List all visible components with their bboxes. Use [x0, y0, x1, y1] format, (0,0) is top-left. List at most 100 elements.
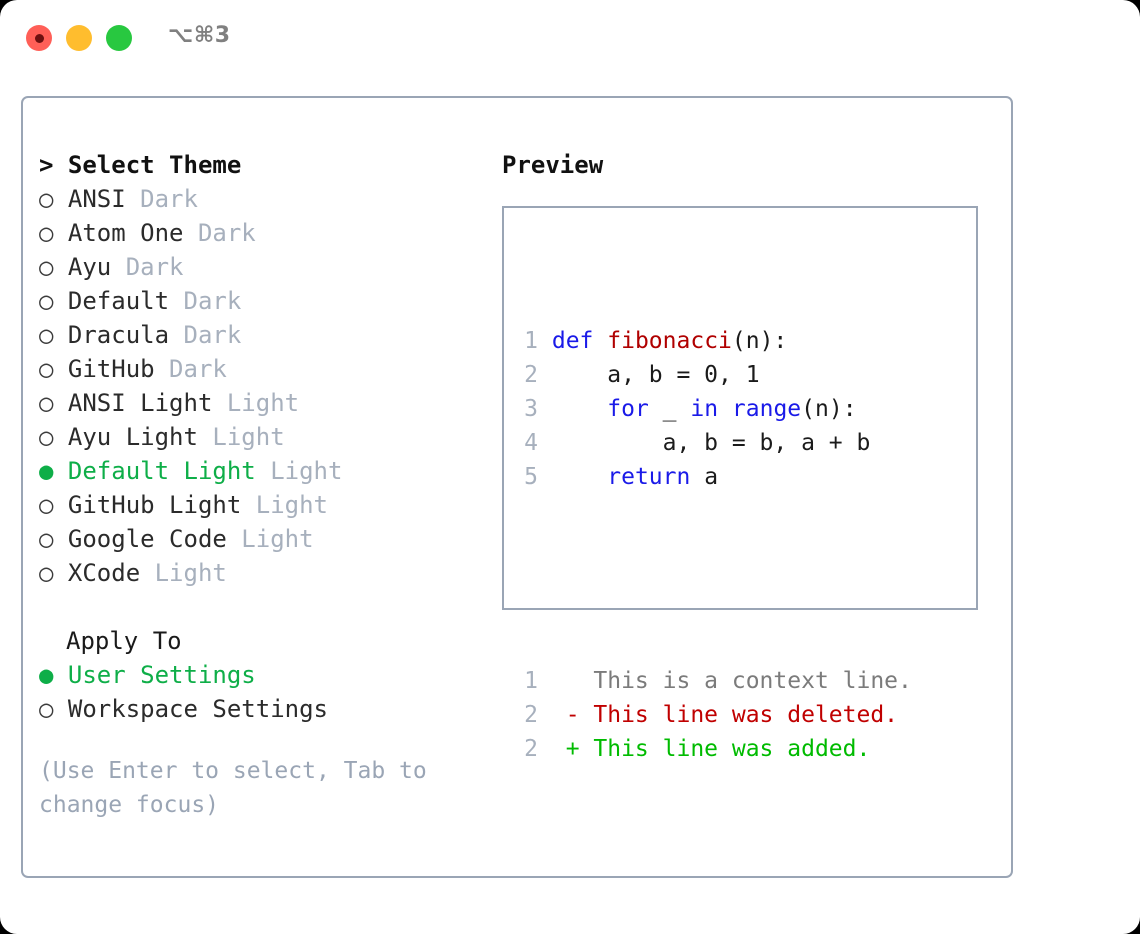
radio-unselected-icon: ○ — [39, 287, 54, 315]
theme-option-variant: Light — [241, 491, 328, 519]
theme-option-name: GitHub — [53, 355, 155, 383]
theme-option-name: Google Code — [53, 525, 227, 553]
preview-heading: Preview — [502, 151, 604, 179]
close-window-button[interactable] — [26, 25, 52, 51]
theme-option-ansi[interactable]: ○ ANSI Dark — [39, 182, 489, 216]
code-indent — [538, 430, 663, 456]
code-token: (n): — [731, 328, 788, 354]
code-line: 5 return a — [516, 460, 912, 494]
code-token: def — [551, 328, 594, 354]
theme-option-name: Atom One — [53, 219, 184, 247]
code-token: fibonacci — [607, 328, 732, 354]
diff-line-add: 2 + This line was added. — [516, 732, 912, 766]
code-token: for — [607, 396, 649, 422]
line-number: 1 — [524, 328, 538, 354]
theme-option-name: Ayu — [53, 253, 112, 281]
diff-sign: - — [538, 702, 580, 728]
radio-unselected-icon: ○ — [39, 355, 54, 383]
theme-option-name: Default Light — [53, 457, 256, 485]
apply-to-heading: Apply To — [66, 627, 182, 655]
code-token: in — [690, 396, 719, 422]
apply-option-user-settings[interactable]: ● User Settings — [39, 658, 489, 692]
code-indent — [538, 396, 607, 422]
line-number: 2 — [524, 736, 538, 762]
theme-option-github-light[interactable]: ○ GitHub Light Light — [39, 488, 489, 522]
diff-line-del: 2 - This line was deleted. — [516, 698, 912, 732]
title-bar: ⌥⌘3 — [0, 0, 1140, 78]
diff-text: This line was added. — [579, 736, 871, 762]
code-token: range — [731, 396, 802, 422]
theme-option-xcode[interactable]: ○ XCode Light — [39, 556, 489, 590]
list-spacer — [39, 590, 489, 624]
code-token: a, b = 0, 1 — [607, 362, 760, 388]
keyboard-shortcut-label: ⌥⌘3 — [168, 23, 231, 48]
theme-option-github[interactable]: ○ GitHub Dark — [39, 352, 489, 386]
theme-option-name: XCode — [53, 559, 141, 587]
radio-unselected-icon: ○ — [39, 559, 54, 587]
code-token: return — [607, 464, 691, 490]
code-line: 3 for _ in range(n): — [516, 392, 912, 426]
code-indent — [538, 362, 607, 388]
apply-option-workspace-settings[interactable]: ○ Workspace Settings — [39, 692, 489, 726]
theme-option-atom-one[interactable]: ○ Atom One Dark — [39, 216, 489, 250]
theme-option-variant: Light — [212, 389, 300, 417]
preview-column: Preview 1 def fibonacci(n):2 a, b = 0, 1… — [502, 148, 997, 762]
theme-option-name: Ayu Light — [53, 423, 198, 451]
theme-option-ansi-light[interactable]: ○ ANSI Light Light — [39, 386, 489, 420]
select-theme-heading: > Select Theme — [39, 151, 242, 179]
code-indent — [538, 328, 552, 354]
radio-selected-icon: ● — [39, 661, 54, 689]
code-token: (n): — [801, 396, 857, 422]
theme-option-default-light[interactable]: ● Default Light Light — [39, 454, 489, 488]
theme-option-variant: Dark — [183, 219, 256, 247]
code-token — [718, 396, 732, 422]
radio-unselected-icon: ○ — [39, 491, 54, 519]
radio-unselected-icon: ○ — [39, 185, 54, 213]
theme-option-variant: Dark — [125, 185, 198, 213]
diff-text: This is a context line. — [579, 668, 912, 694]
line-number: 2 — [524, 362, 538, 388]
apply-option-name: User Settings — [53, 661, 256, 689]
zoom-window-button[interactable] — [106, 25, 132, 51]
theme-option-variant: Dark — [154, 355, 227, 383]
code-gap — [516, 562, 912, 596]
theme-option-dracula[interactable]: ○ Dracula Dark — [39, 318, 489, 352]
theme-option-variant: Light — [140, 559, 227, 587]
apply-option-name: Workspace Settings — [53, 695, 328, 723]
code-token: a, b = b, a + b — [662, 430, 871, 456]
theme-list-column: > Select Theme ○ ANSI Dark○ Atom One Dar… — [39, 148, 489, 822]
diff-text: This line was deleted. — [579, 702, 899, 728]
theme-option-variant: Light — [255, 457, 343, 485]
minimize-window-button[interactable] — [66, 25, 92, 51]
theme-option-variant: Dark — [169, 321, 242, 349]
radio-unselected-icon: ○ — [39, 219, 54, 247]
line-number: 5 — [524, 464, 538, 490]
code-line: 1 def fibonacci(n): — [516, 324, 912, 358]
theme-picker-panel: > Select Theme ○ ANSI Dark○ Atom One Dar… — [21, 96, 1013, 878]
keyboard-hint-text: (Use Enter to select, Tab to change focu… — [39, 758, 441, 818]
code-line: 2 a, b = 0, 1 — [516, 358, 912, 392]
radio-unselected-icon: ○ — [39, 389, 54, 417]
radio-unselected-icon: ○ — [39, 695, 54, 723]
theme-option-name: Default — [53, 287, 170, 315]
code-line: 4 a, b = b, a + b — [516, 426, 912, 460]
theme-option-google-code[interactable]: ○ Google Code Light — [39, 522, 489, 556]
theme-option-ayu-light[interactable]: ○ Ayu Light Light — [39, 420, 489, 454]
line-number: 3 — [524, 396, 538, 422]
window-controls — [26, 25, 132, 51]
theme-option-variant: Light — [197, 423, 285, 451]
theme-option-name: ANSI — [53, 185, 126, 213]
code-token: _ — [648, 396, 691, 422]
code-token: a — [690, 464, 719, 490]
theme-option-name: GitHub Light — [53, 491, 242, 519]
line-number: 1 — [524, 668, 538, 694]
radio-unselected-icon: ○ — [39, 525, 54, 553]
theme-option-variant: Dark — [169, 287, 242, 315]
theme-option-default[interactable]: ○ Default Dark — [39, 284, 489, 318]
radio-selected-icon: ● — [39, 457, 54, 485]
diff-sign — [538, 668, 580, 694]
theme-option-ayu[interactable]: ○ Ayu Dark — [39, 250, 489, 284]
